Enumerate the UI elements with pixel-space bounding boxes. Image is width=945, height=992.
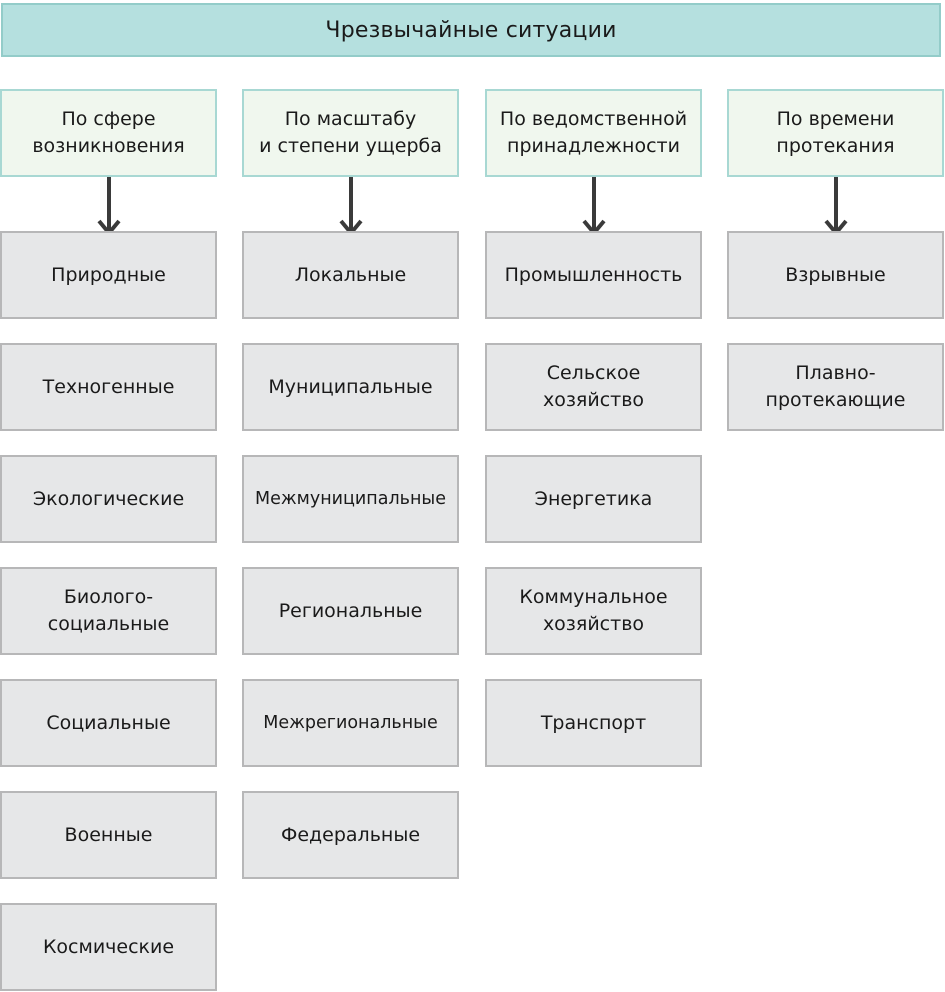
category-box-duration: По времени протекания	[727, 89, 944, 177]
arrow-down-icon	[97, 177, 121, 237]
diagram-title: Чрезвычайные ситуации	[1, 3, 941, 57]
category-box-sphere: По сфере возникновения	[0, 89, 217, 177]
arrow-down-icon	[824, 177, 848, 237]
item-box-natural: Природные	[0, 231, 217, 319]
item-box-utilities: Коммунальное хозяйство	[485, 567, 702, 655]
item-box-social: Социальные	[0, 679, 217, 767]
item-box-federal: Федеральные	[242, 791, 459, 879]
category-box-department: По ведомственной принадлежности	[485, 89, 702, 177]
item-box-interregional: Межрегиональные	[242, 679, 459, 767]
item-box-energy: Энергетика	[485, 455, 702, 543]
item-box-transport: Транспорт	[485, 679, 702, 767]
item-box-biosocial: Биолого- социальные	[0, 567, 217, 655]
item-box-regional: Региональные	[242, 567, 459, 655]
item-box-technogenic: Техногенные	[0, 343, 217, 431]
item-box-military: Военные	[0, 791, 217, 879]
item-box-municipal: Муниципальные	[242, 343, 459, 431]
item-box-ecological: Экологические	[0, 455, 217, 543]
item-box-gradual: Плавно- протекающие	[727, 343, 944, 431]
category-box-scale: По масштабу и степени ущерба	[242, 89, 459, 177]
item-box-industry: Промышленность	[485, 231, 702, 319]
item-box-local: Локальные	[242, 231, 459, 319]
item-box-cosmic: Космические	[0, 903, 217, 991]
item-box-agriculture: Сельское хозяйство	[485, 343, 702, 431]
item-box-intermunicipal: Межмуниципальные	[242, 455, 459, 543]
arrow-down-icon	[339, 177, 363, 237]
item-box-explosive: Взрывные	[727, 231, 944, 319]
arrow-down-icon	[582, 177, 606, 237]
